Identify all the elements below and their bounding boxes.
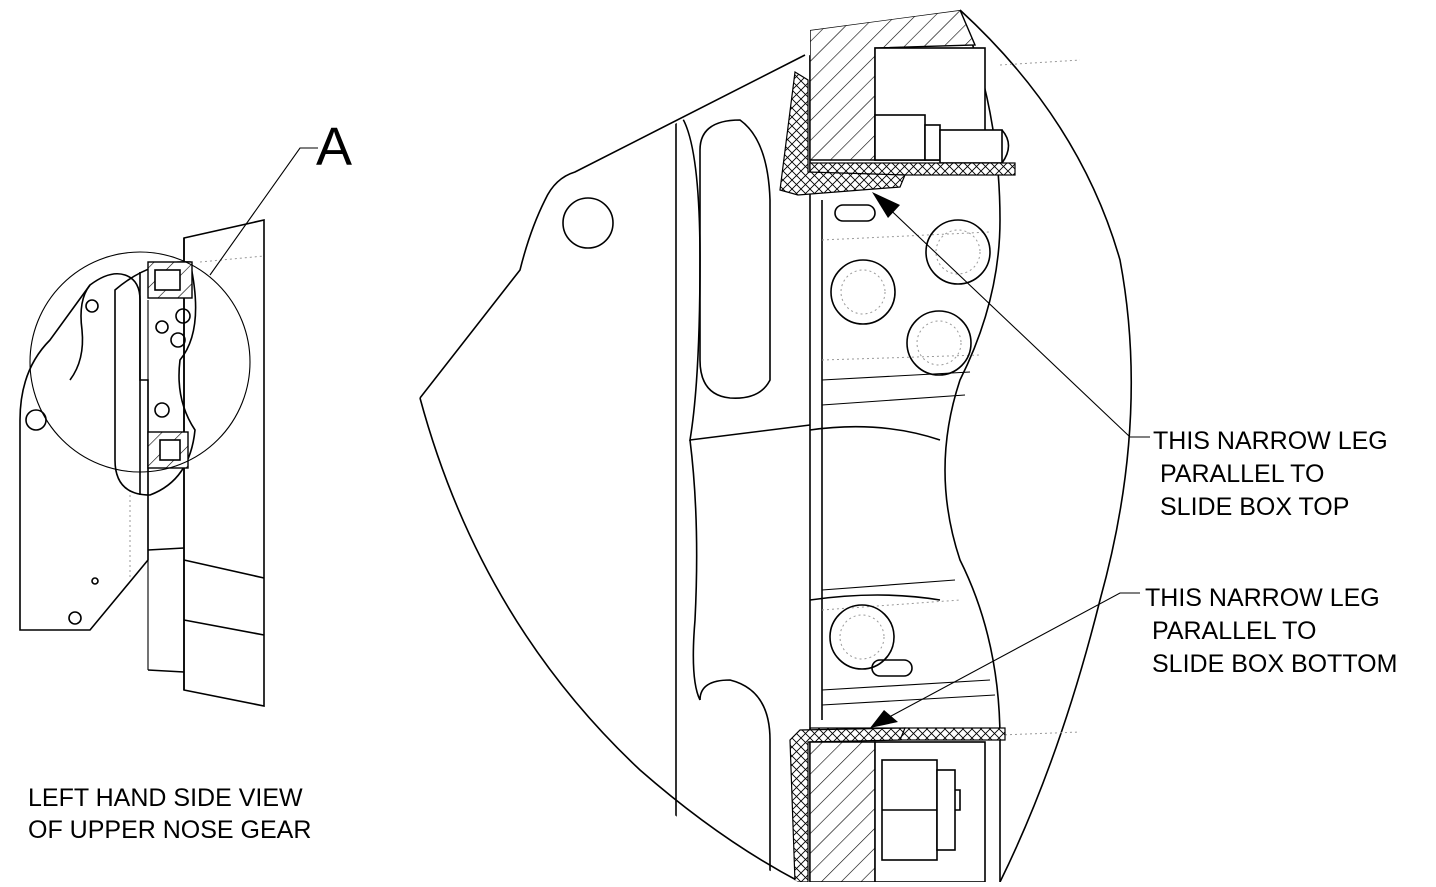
upper-slot (699, 119, 771, 399)
strut-hole-4 (829, 604, 895, 670)
upper-shim (809, 162, 1016, 176)
note-bottom: THIS NARROW LEG PARALLEL TO SLIDE BOX BO… (1145, 584, 1397, 678)
bracket-plate (19, 272, 149, 631)
leader-bottom (879, 592, 1140, 723)
left-side-view: A (19, 117, 352, 707)
detail-circle-a (29, 251, 251, 473)
leader-top (879, 199, 1150, 438)
strut-hole-2 (925, 219, 991, 285)
note-top: THIS NARROW LEG PARALLEL TO SLIDE BOX TO… (1153, 427, 1388, 521)
note-top-line-1: THIS NARROW LEG (1153, 427, 1388, 455)
note-top-line-3: SLIDE BOX TOP (1160, 493, 1349, 521)
lower-angle-leg (789, 727, 906, 882)
detail-boundary (419, 54, 806, 399)
callout-leader (209, 147, 318, 276)
note-top-line-2: PARALLEL TO (1160, 460, 1324, 488)
note-bottom-line-3: SLIDE BOX BOTTOM (1152, 650, 1397, 678)
lower-slot (699, 679, 771, 882)
caption-line-2: OF UPPER NOSE GEAR (28, 816, 311, 844)
caption-line-1: LEFT HAND SIDE VIEW (28, 784, 303, 812)
upper-angle-leg (779, 71, 906, 196)
note-bottom-line-2: PARALLEL TO (1152, 617, 1316, 645)
strut-hole-1 (830, 259, 896, 325)
note-bottom-line-1: THIS NARROW LEG (1145, 584, 1380, 612)
pivot-hole (562, 197, 614, 249)
strut-hole-3 (906, 310, 972, 376)
detail-callout-label: A (316, 117, 352, 177)
view-caption: LEFT HAND SIDE VIEW OF UPPER NOSE GEAR (28, 784, 311, 844)
detail-view-a (419, 9, 1150, 883)
lower-slide-box (809, 741, 876, 882)
